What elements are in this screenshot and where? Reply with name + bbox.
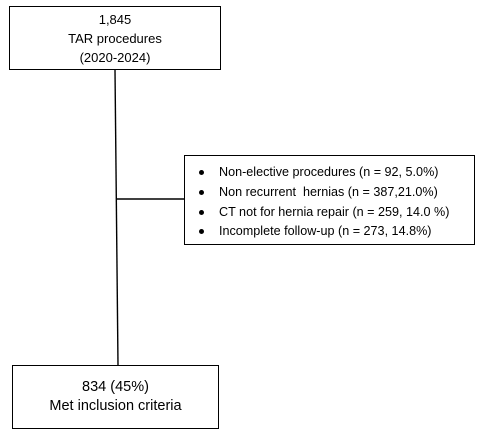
total-count: 1,845: [98, 11, 132, 27]
bullet-icon: [199, 189, 204, 195]
exclusion-item-text: Non-elective procedures (n = 92, 5.0%): [219, 165, 439, 179]
exclusion-item: Non recurrent hernias (n = 387,21.0%): [199, 183, 464, 203]
procedure-label: TAR procedures: [68, 30, 162, 46]
date-range: (2020-2024): [79, 49, 151, 65]
exclusion-item: CT not for hernia repair (n = 259, 14.0 …: [199, 203, 464, 223]
exclusion-item-text: Non recurrent hernias (n = 387,21.0%): [219, 184, 438, 199]
exclusion-item: Non-elective procedures (n = 92, 5.0%): [199, 163, 464, 183]
exclusion-item: Incomplete follow-up (n = 273, 14.8%): [199, 222, 464, 242]
exclusion-criteria-box: Non-elective procedures (n = 92, 5.0%) N…: [184, 155, 475, 245]
inclusion-result-box: 834 (45%) Met inclusion criteria: [12, 365, 219, 429]
bullet-icon: [199, 170, 204, 175]
bullet-icon: [199, 229, 204, 235]
exclusion-list: Non-elective procedures (n = 92, 5.0%) N…: [199, 163, 464, 242]
inclusion-label: Met inclusion criteria: [49, 398, 182, 414]
bullet-icon: [199, 209, 204, 215]
included-count: 834 (45%): [82, 379, 149, 395]
vertical-flow-line: [114, 69, 119, 366]
total-procedures-box: 1,845 TAR procedures (2020-2024): [9, 6, 221, 70]
exclusion-item-text: CT not for hernia repair (n = 259, 14.0 …: [219, 204, 450, 219]
exclusion-item-text: Incomplete follow-up (n = 273, 14.8%): [219, 224, 432, 239]
